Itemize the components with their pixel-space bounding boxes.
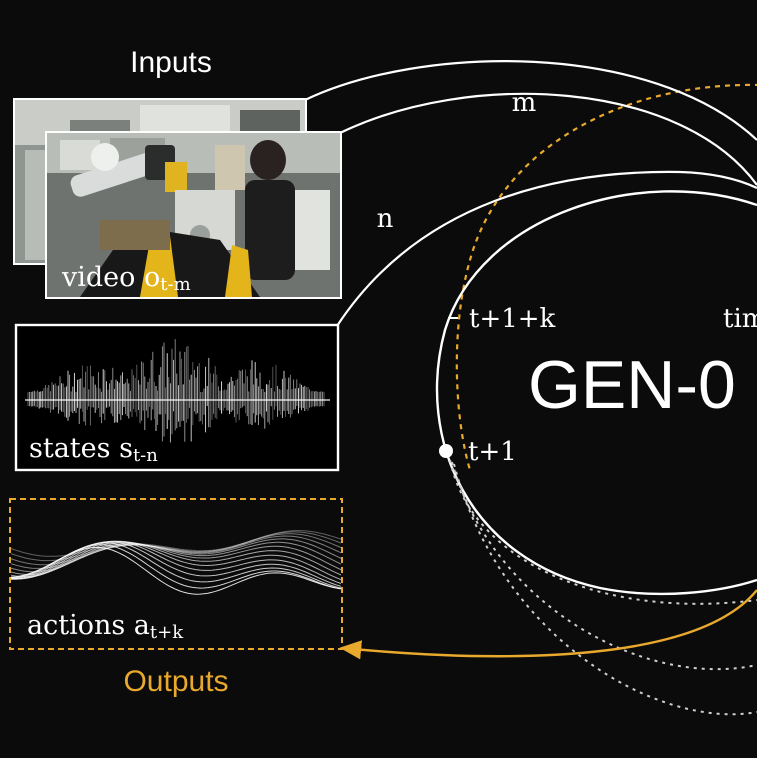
arc-video-front — [340, 94, 757, 185]
model-name: GEN-0 — [528, 347, 736, 423]
actions-label: actions at+k — [27, 610, 184, 643]
label-time-axis: time — [723, 304, 757, 334]
actions-panel: actions at+k — [8, 499, 344, 649]
edge-label-n: n — [377, 204, 394, 234]
video-frame: video ot-m — [45, 131, 342, 299]
inputs-title: Inputs — [130, 46, 212, 79]
label-t-plus-1: t+1 — [468, 437, 517, 467]
arc-n — [337, 172, 757, 326]
output-arrow — [342, 590, 757, 656]
future-arc-1 — [450, 460, 757, 604]
actions-waveform — [8, 531, 344, 595]
outputs-title: Outputs — [123, 665, 228, 698]
tick-t-plus-1 — [439, 444, 453, 458]
edge-label-m: m — [512, 88, 537, 118]
label-t-plus-1-plus-k: t+1+k — [469, 304, 556, 334]
states-panel: states st-n — [16, 325, 338, 470]
future-arc-2 — [452, 462, 757, 669]
